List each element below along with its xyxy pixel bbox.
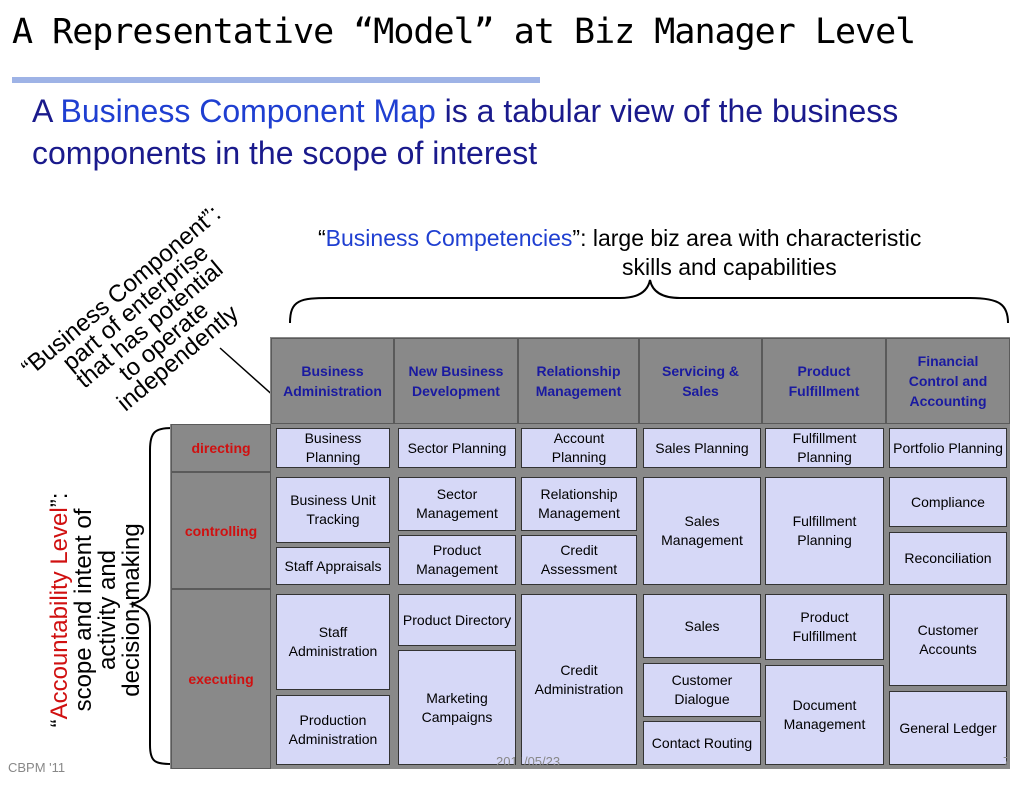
component-product-fulfillment[interactable]: Product Fulfillment xyxy=(765,594,884,660)
component-document-management[interactable]: Document Management xyxy=(765,665,884,765)
column-header-product-fulfillment: Product Fulfillment xyxy=(762,338,886,424)
title-rule xyxy=(12,77,540,83)
component-sales-planning[interactable]: Sales Planning xyxy=(643,428,761,468)
component-portfolio-planning[interactable]: Portfolio Planning xyxy=(889,428,1007,468)
component-business-planning[interactable]: Business Planning xyxy=(276,428,390,468)
component-marketing-campaigns[interactable]: Marketing Campaigns xyxy=(398,650,516,765)
row-label-controlling: controlling xyxy=(171,472,271,589)
slide-title: A Representative “Model” at Biz Manager … xyxy=(12,12,916,52)
column-header-business-administration: Business Administration xyxy=(271,338,394,424)
competencies-term: Business Competencies xyxy=(325,225,573,251)
component-staff-appraisals[interactable]: Staff Appraisals xyxy=(276,547,390,585)
component-business-unit-tracking[interactable]: Business Unit Tracking xyxy=(276,477,390,543)
component-general-ledger[interactable]: General Ledger xyxy=(889,691,1007,765)
accountability-brace xyxy=(128,427,173,765)
component-staff-administration[interactable]: Staff Administration xyxy=(276,594,390,690)
component-sales[interactable]: Sales xyxy=(643,594,761,658)
component-account-planning[interactable]: Account Planning xyxy=(521,428,637,468)
component-credit-administration[interactable]: Credit Administration xyxy=(521,594,637,765)
component-sector-management[interactable]: Sector Management xyxy=(398,477,516,531)
component-production-administration[interactable]: Production Administration xyxy=(276,695,390,765)
component-contact-routing[interactable]: Contact Routing xyxy=(643,721,761,765)
component-credit-assessment[interactable]: Credit Assessment xyxy=(521,535,637,585)
component-relationship-management[interactable]: Relationship Management xyxy=(521,477,637,531)
component-fulfillment-planning-directing[interactable]: Fulfillment Planning xyxy=(765,428,884,468)
component-customer-dialogue[interactable]: Customer Dialogue xyxy=(643,663,761,717)
competencies-brace xyxy=(289,279,1009,324)
footer-conference: CBPM '11 xyxy=(8,760,66,775)
subtitle: A Business Component Map is a tabular vi… xyxy=(32,90,972,174)
column-header-financial-control: Financial Control and Accounting xyxy=(886,338,1010,424)
component-sales-management[interactable]: Sales Management xyxy=(643,477,761,585)
open-quote: “ xyxy=(318,225,326,251)
component-product-directory[interactable]: Product Directory xyxy=(398,594,516,646)
competencies-note: “Business Competencies”: large biz area … xyxy=(318,224,1018,282)
component-reconciliation[interactable]: Reconciliation xyxy=(889,532,1007,585)
subtitle-suffix: is a tabular view of the business compon… xyxy=(32,93,899,171)
component-product-management[interactable]: Product Management xyxy=(398,535,516,585)
competencies-definition-line2: skills and capabilities xyxy=(622,254,837,280)
component-sector-planning[interactable]: Sector Planning xyxy=(398,428,516,468)
column-header-relationship-management: Relationship Management xyxy=(518,338,639,424)
footer-page-number: 7 xyxy=(1003,754,1011,769)
row-label-executing: executing xyxy=(171,589,271,769)
component-customer-accounts[interactable]: Customer Accounts xyxy=(889,594,1007,686)
component-compliance[interactable]: Compliance xyxy=(889,477,1007,527)
competencies-definition: ”: large biz area with characteristic xyxy=(572,225,922,251)
footer-date: 2011/05/23 xyxy=(496,754,561,769)
row-label-directing: directing xyxy=(171,424,271,472)
subtitle-prefix: A xyxy=(32,93,61,129)
component-fulfillment-planning-controlling[interactable]: Fulfillment Planning xyxy=(765,477,884,585)
subtitle-highlight: Business Component Map xyxy=(60,93,436,129)
column-header-servicing-sales: Servicing & Sales xyxy=(639,338,762,424)
column-header-new-business-development: New Business Development xyxy=(394,338,518,424)
